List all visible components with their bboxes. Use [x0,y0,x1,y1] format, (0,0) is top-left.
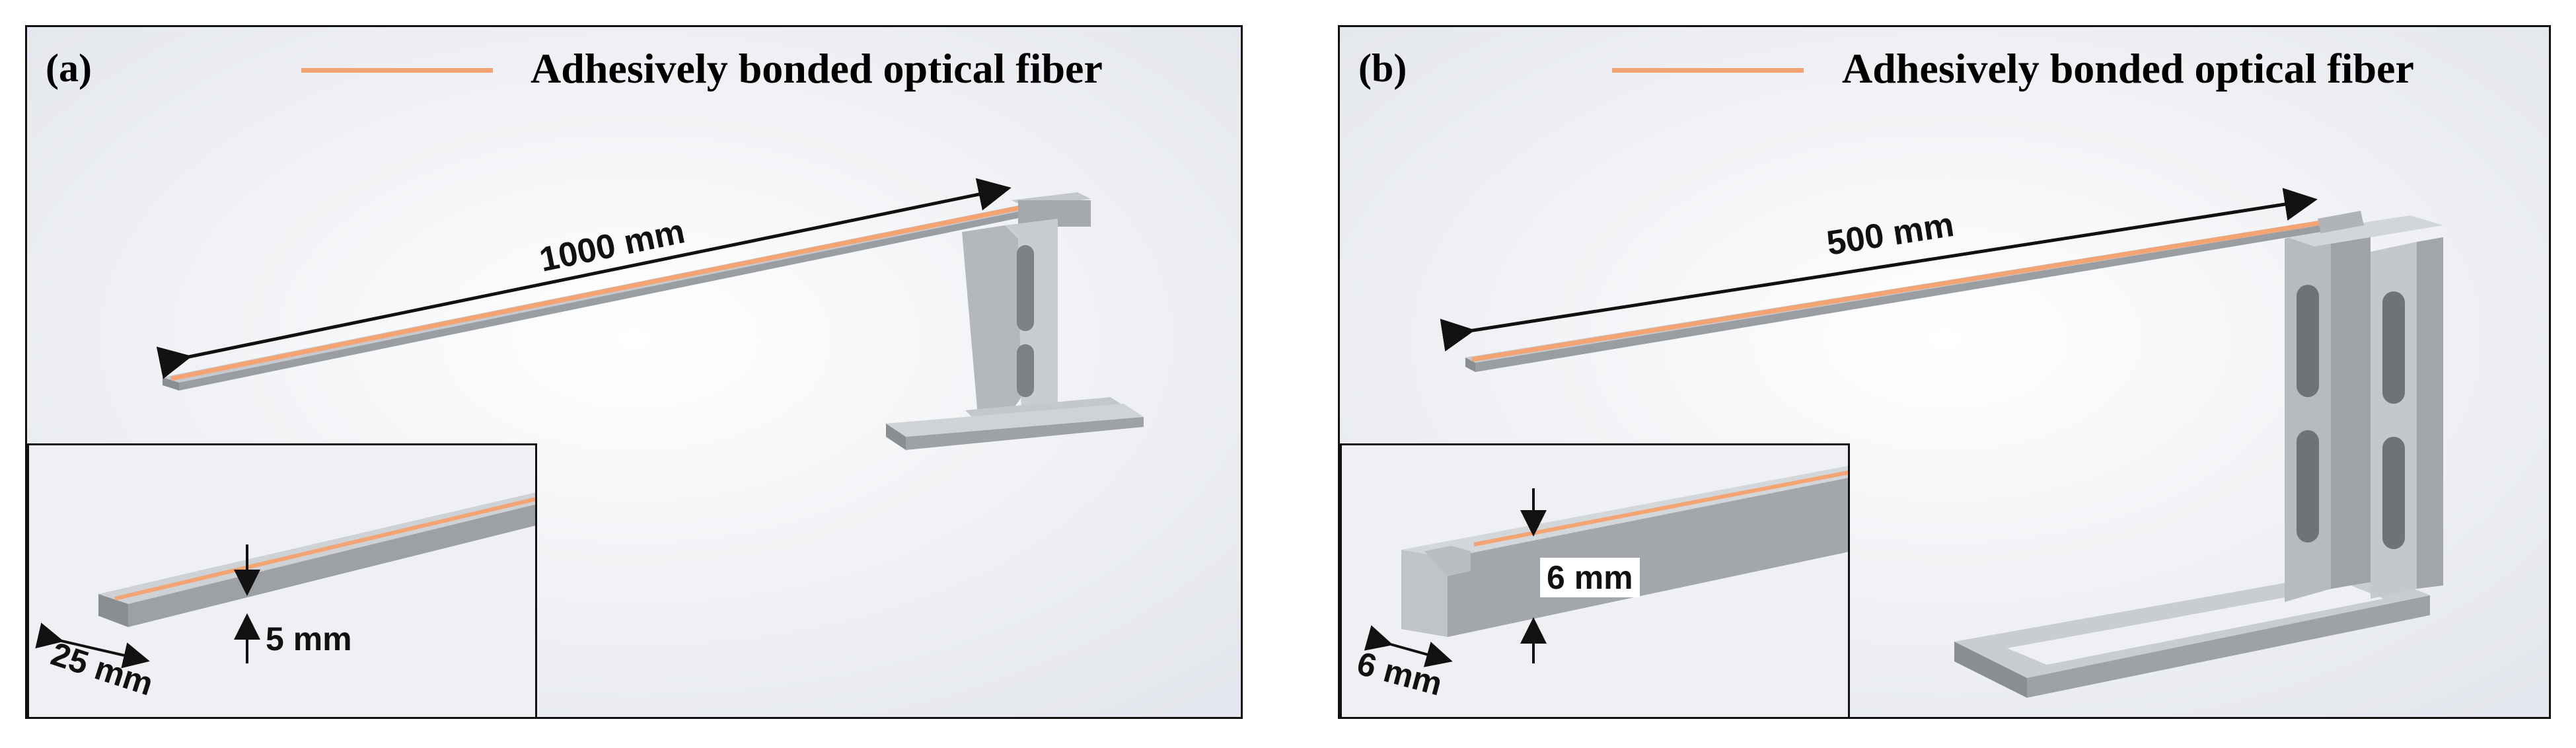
legend-text: Adhesively bonded optical fiber [531,45,1103,92]
width-label: 25 mm [47,635,158,702]
inset-beam-end [98,594,128,627]
legend-text: Adhesively bonded optical fiber [1842,45,2414,92]
inset-a: 5 mm 25 mm [27,443,537,717]
inset-beam-end [1401,550,1448,637]
inset-beam-top [1401,466,1848,558]
upright-slot [2382,291,2405,404]
width-arrow [1364,625,1453,667]
upright-slot [2382,437,2405,549]
thickness-label: 5 mm [266,620,352,657]
length-dimension-arrow [156,178,1012,379]
inset-a-drawing: 5 mm 25 mm [35,492,535,702]
upright-slot [2297,430,2319,542]
inset-beam-side [1448,478,1848,637]
inset-beam-side [128,504,535,627]
width-label: 6 mm [1353,645,1446,703]
width-arrow [35,622,150,669]
beam-clamp [2318,211,2364,233]
inset-end-block [1424,546,1471,576]
panel-a: 1000 mm (a) Adhesively bonded optical fi… [25,25,1243,719]
legend-fiber-line [1612,68,1804,73]
panel-b-label: (b) [1358,46,1407,90]
thickness-label: 6 mm [1540,558,1640,597]
inset-b: 6 mm 6 mm [1340,443,1850,717]
length-dimension-arrow [1440,188,2318,352]
panel-a-label: (a) [46,46,92,90]
panel-b: 500 mm (b) Adhesively bonded optical fib… [1338,25,2551,719]
upright-slot [2297,285,2319,397]
inset-fiber [114,497,535,601]
legend-fiber-line [301,68,493,73]
